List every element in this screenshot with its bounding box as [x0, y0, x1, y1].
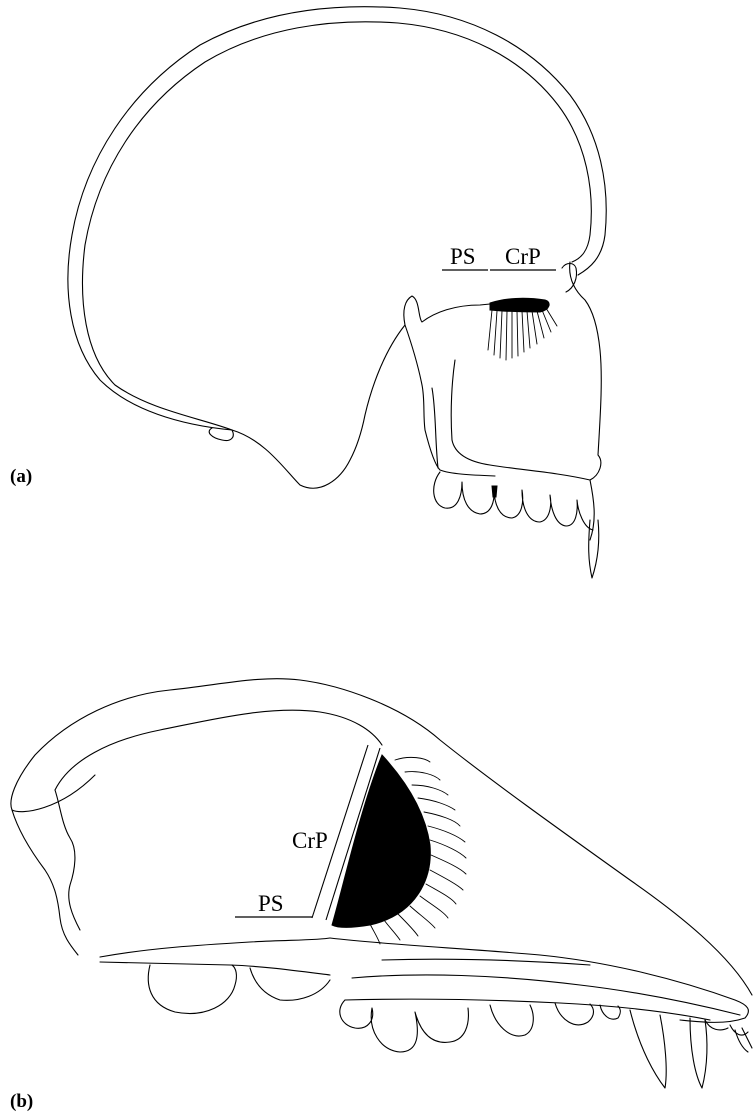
panel-b-arch-upper [382, 959, 590, 965]
panel-a-ramus [405, 325, 425, 430]
panel-b-teeth [340, 1000, 748, 1052]
panel-a-cranium-inner [83, 22, 592, 430]
panel-a-teeth [434, 472, 593, 530]
panel-a-face-profile [570, 262, 602, 540]
panel-b-base-lower [100, 962, 330, 975]
panel-b-mastoid-process [250, 968, 330, 1000]
panel-a: PS CrP (a) [10, 7, 606, 578]
panel-b-maxilla-ventral [345, 999, 710, 1020]
panel-b-label: (b) [10, 1091, 33, 1112]
panel-b-upper-canine [630, 1010, 666, 1088]
panel-a-ps-label: PS [450, 244, 476, 269]
panel-b-marked-region [332, 755, 430, 927]
panel-b-lower-canine [690, 1018, 707, 1088]
panel-a-fibres [488, 308, 557, 360]
panel-a-marked-region [490, 298, 549, 312]
panel-a-maxilla-body [451, 360, 590, 480]
panel-b-ps-label: PS [258, 891, 284, 916]
panel-a-tooth-gap [492, 486, 497, 497]
panel-b-base [100, 938, 330, 957]
panel-b-bulla [148, 965, 236, 1013]
panel-b-arch-lower [352, 975, 740, 1015]
panel-a-cranium-outer [68, 7, 606, 430]
panel-a-label: (a) [10, 466, 32, 487]
panel-b: CrP PS (b) [10, 679, 752, 1112]
panel-a-crp-label: CrP [505, 244, 541, 269]
panel-a-zygomatic-arch [404, 296, 490, 325]
panel-b-crp-label: CrP [292, 828, 328, 853]
panel-b-incisor [735, 1028, 752, 1052]
panel-b-cranium-inner [55, 710, 382, 790]
panel-b-occipital [12, 810, 78, 955]
panel-a-cranial-base [232, 325, 405, 488]
